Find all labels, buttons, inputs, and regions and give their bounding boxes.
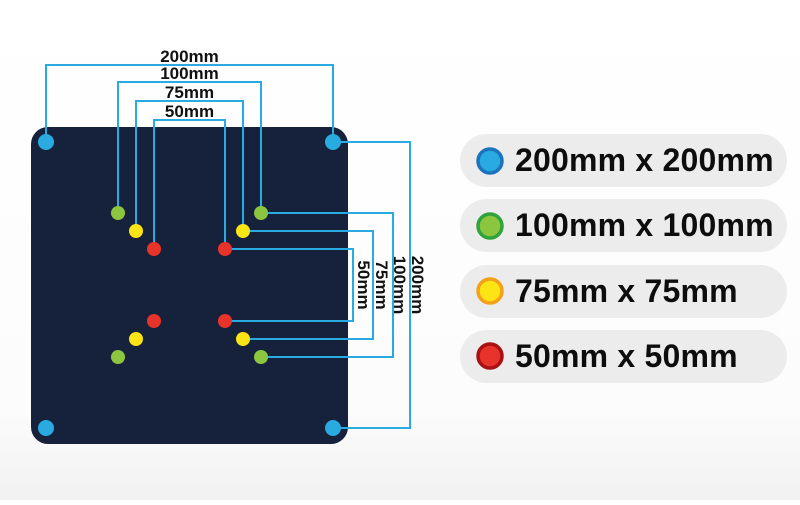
dimension-label-100mm-right: 100mm xyxy=(390,256,409,315)
dimension-line-100mm-right xyxy=(261,212,394,358)
hole-75mm-top-left xyxy=(129,224,143,238)
legend-item-100mm: 100mm x 100mm xyxy=(460,199,787,253)
dimension-line-200mm-top xyxy=(45,64,334,142)
hole-50mm-bottom-right xyxy=(218,314,232,328)
hole-75mm-bottom-right xyxy=(236,332,250,346)
legend-100mm-dot-icon xyxy=(476,212,504,240)
hole-100mm-bottom-left xyxy=(111,350,125,364)
dimension-label-200mm-right: 200mm xyxy=(408,256,427,315)
dimension-label-50mm-top: 50mm xyxy=(165,102,214,121)
legend-item-75mm: 75mm x 75mm xyxy=(460,264,787,318)
dimension-line-75mm-top xyxy=(135,100,244,231)
legend: 200mm x 200mm 100mm x 100mm 75mm x 75mm … xyxy=(460,134,787,383)
hole-200mm-bottom-left xyxy=(38,420,54,436)
dimension-label-200mm-top: 200mm xyxy=(160,47,219,66)
hole-50mm-top-right xyxy=(218,242,232,256)
hole-50mm-top-left xyxy=(147,242,161,256)
legend-200mm-dot-icon xyxy=(476,146,504,175)
hole-100mm-bottom-right xyxy=(254,350,268,364)
legend-item-50mm: 50mm x 50mm xyxy=(460,329,787,383)
legend-75mm-dot-icon xyxy=(476,277,504,305)
dimension-line-100mm-top xyxy=(117,81,262,213)
hole-50mm-bottom-left xyxy=(147,314,161,328)
vesa-plate xyxy=(31,127,348,444)
dimension-label-50mm-right: 50mm xyxy=(354,260,373,309)
hole-100mm-top-left xyxy=(111,206,125,220)
legend-label-50mm: 50mm x 50mm xyxy=(515,337,738,374)
hole-75mm-bottom-left xyxy=(129,332,143,346)
hole-200mm-top-left xyxy=(38,134,54,150)
dimension-label-75mm-top: 75mm xyxy=(165,83,214,102)
legend-label-200mm: 200mm x 200mm xyxy=(515,142,774,178)
dimension-line-50mm-right xyxy=(225,248,354,322)
hole-75mm-top-right xyxy=(236,224,250,238)
dimension-line-50mm-top xyxy=(153,119,226,249)
legend-label-100mm: 100mm x 100mm xyxy=(515,207,774,244)
dimension-line-75mm-right xyxy=(243,230,374,340)
dimension-label-100mm-top: 100mm xyxy=(160,64,219,83)
dimension-line-200mm-right xyxy=(333,141,411,429)
legend-label-75mm: 75mm x 75mm xyxy=(515,272,738,309)
dimension-label-75mm-right: 75mm xyxy=(372,260,391,309)
legend-item-200mm: 200mm x 200mm xyxy=(460,134,787,187)
hole-100mm-top-right xyxy=(254,206,268,220)
hole-200mm-bottom-right xyxy=(325,420,341,436)
hole-200mm-top-right xyxy=(325,134,341,150)
legend-50mm-dot-icon xyxy=(476,342,504,371)
